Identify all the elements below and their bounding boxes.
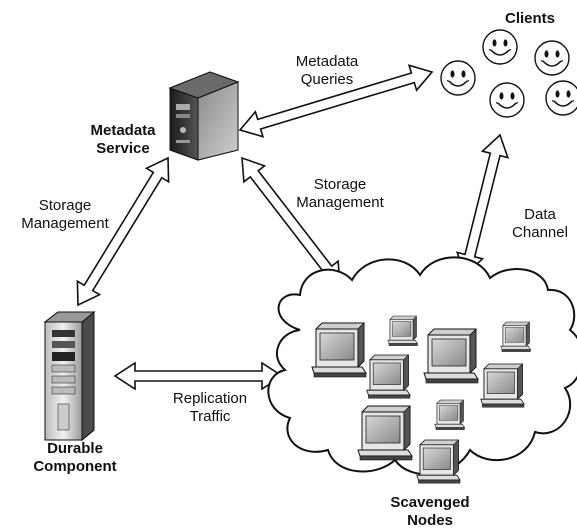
desktop-computer-icon — [500, 321, 531, 352]
durable-component-label: Durable Component — [20, 440, 130, 476]
storage-management-right-line2: Management — [296, 194, 384, 211]
replication-traffic-line2: Traffic — [189, 408, 231, 425]
scavenged-nodes-line1: Scavenged — [390, 494, 470, 511]
replication-traffic-label: Replication Traffic — [150, 390, 270, 426]
smiley-face-icon — [534, 40, 570, 76]
smiley-face-icon — [440, 60, 476, 96]
clients-label: Clients — [490, 10, 570, 28]
scavenged-nodes-label: Scavenged Nodes — [370, 494, 490, 529]
metadata-queries-line2: Queries — [300, 71, 354, 88]
storage-management-right-line1: Storage — [313, 176, 367, 193]
metadata-service-line1: Metadata — [90, 122, 156, 139]
storage-management-left-arrow — [76, 156, 170, 307]
clients-title: Clients — [504, 10, 555, 27]
metadata-service-line2: Service — [96, 140, 150, 157]
data-channel-arrow — [455, 133, 510, 277]
desktop-computer-icon — [434, 399, 465, 430]
replication-traffic-line1: Replication — [172, 390, 248, 407]
smiley-face-icon — [545, 80, 577, 116]
desktop-computer-icon — [387, 315, 418, 346]
desktop-computer-icon — [366, 354, 411, 399]
scavenged-nodes-line2: Nodes — [407, 512, 453, 529]
smiley-face-icon — [489, 82, 525, 118]
storage-management-left-line2: Management — [21, 215, 109, 232]
metadata-queries-label: Metadata Queries — [272, 53, 382, 89]
data-channel-label: Data Channel — [505, 206, 575, 242]
desktop-computer-icon — [357, 405, 413, 461]
replication-traffic-arrow — [113, 361, 284, 391]
metadata-service-label: Metadata Service — [68, 122, 178, 158]
server-icon — [168, 71, 240, 161]
desktop-computer-icon — [480, 363, 525, 408]
storage-management-left-label: Storage Management — [0, 197, 130, 233]
metadata-queries-arrow — [238, 64, 434, 138]
desktop-computer-icon — [311, 322, 367, 378]
data-channel-line2: Channel — [512, 224, 568, 241]
durable-component-line1: Durable — [47, 440, 103, 457]
durable-component-line2: Component — [33, 458, 117, 475]
scavenged-nodes-cloud — [267, 256, 577, 476]
arrow-layer — [76, 64, 510, 391]
smiley-face-icon — [482, 29, 518, 65]
data-channel-line1: Data — [524, 206, 556, 223]
desktop-computer-icon — [416, 439, 461, 484]
storage-tower-icon — [43, 310, 96, 442]
metadata-queries-line1: Metadata — [295, 53, 359, 70]
storage-management-right-label: Storage Management — [275, 176, 405, 212]
desktop-computer-icon — [423, 328, 479, 384]
storage-management-left-line1: Storage — [38, 197, 92, 214]
